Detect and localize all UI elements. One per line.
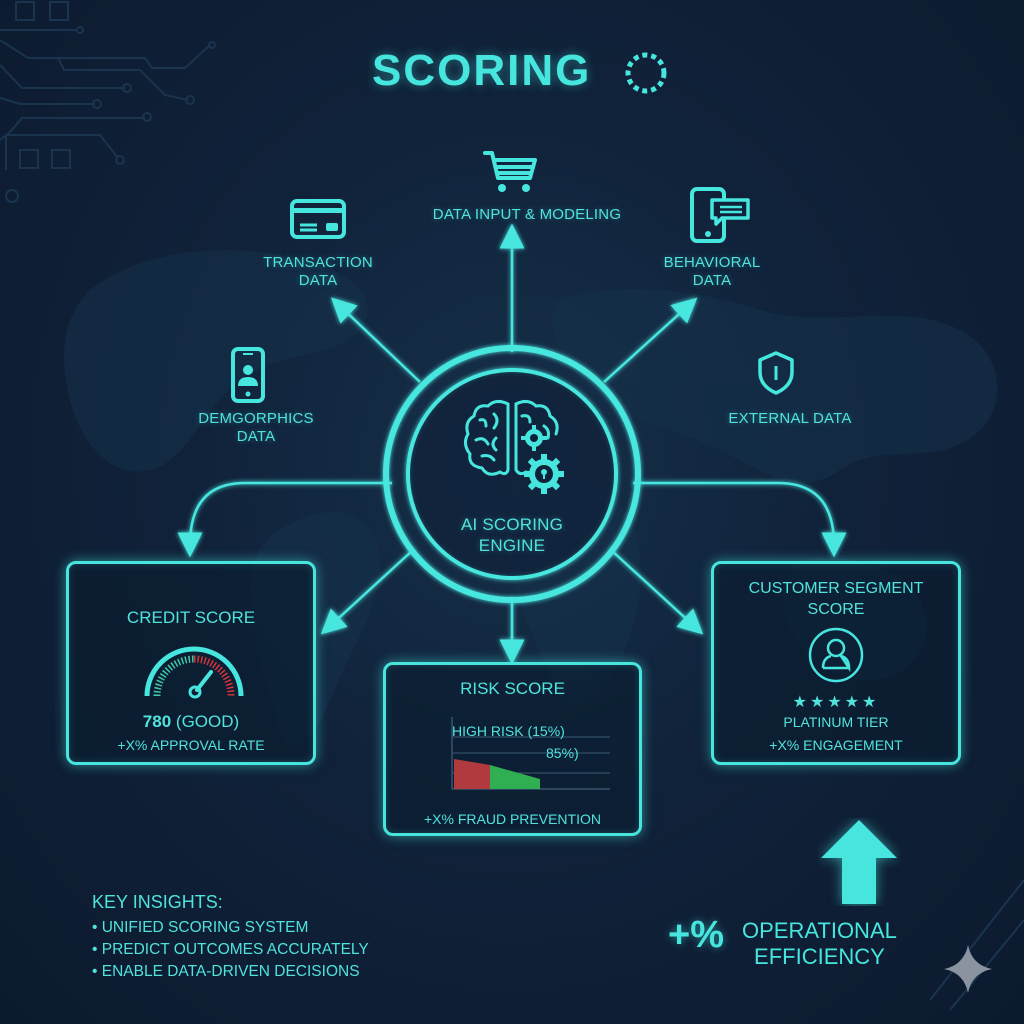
rating-stars: ★★★★★ bbox=[792, 694, 880, 711]
engine-label: AI SCORING ENGINE bbox=[432, 514, 592, 556]
user-circle-icon bbox=[808, 627, 864, 683]
sparkle-icon bbox=[944, 945, 992, 993]
brain-gear-icon bbox=[463, 399, 564, 494]
efficiency-line1: OPERATIONAL bbox=[742, 918, 897, 943]
shield-icon bbox=[758, 351, 794, 395]
input-label-external: EXTERNAL DATA bbox=[728, 410, 852, 427]
risk-area-chart bbox=[451, 717, 610, 790]
credit-score-title: CREDIT SCORE bbox=[126, 608, 256, 627]
arrow-up-icon bbox=[821, 820, 897, 904]
shopping-cart-icon bbox=[483, 151, 537, 192]
page-title: SCORING bbox=[372, 46, 591, 96]
behavioral-line1: BEHAVIORAL bbox=[663, 254, 761, 271]
demographics-line2: DATA bbox=[236, 428, 276, 445]
credit-score-card: CREDIT SCORE 780 (GOOD) +X% APPROVAL RAT… bbox=[66, 561, 316, 765]
demographics-line1: DEMGORPHICS bbox=[198, 410, 314, 427]
loading-ring-icon bbox=[625, 52, 667, 94]
risk-score-card: RISK SCORE HIGH RISK (15%) 85%) +X% FRAU… bbox=[383, 662, 642, 836]
engine-ring bbox=[383, 345, 641, 603]
insight-item: PREDICT OUTCOMES ACCURATELY bbox=[92, 939, 369, 961]
input-label-demographics: DEMGORPHICS DATA bbox=[176, 410, 336, 446]
score-rating: (GOOD) bbox=[175, 712, 240, 731]
engine-line1: AI SCORING bbox=[460, 515, 564, 534]
title-text: SCORING bbox=[372, 46, 592, 95]
credit-score-value: 780 (GOOD) bbox=[69, 712, 313, 732]
insights-heading: KEY INSIGHTS: bbox=[92, 892, 223, 912]
input-label-transaction: TRANSACTION DATA bbox=[238, 254, 398, 290]
tier-label: PLATINUM TIER bbox=[783, 714, 889, 730]
segment-title-line2: SCORE bbox=[807, 601, 865, 618]
insight-item: UNIFIED SCORING SYSTEM bbox=[92, 917, 369, 939]
gauge-icon bbox=[144, 646, 244, 699]
efficiency-line2: EFFICIENCY bbox=[754, 944, 885, 969]
customer-segment-card: CUSTOMER SEGMENT SCORE ★★★★★ PLATINUM TI… bbox=[711, 561, 961, 765]
fraud-prevention-metric: +X% FRAUD PREVENTION bbox=[424, 811, 601, 827]
phone-user-icon bbox=[231, 347, 265, 403]
score-number: 780 bbox=[142, 712, 172, 731]
phone-chat-icon bbox=[690, 187, 750, 243]
insight-item: ENABLE DATA-DRIVEN DECISIONS bbox=[92, 961, 369, 983]
segment-title: CUSTOMER SEGMENT SCORE bbox=[714, 578, 958, 620]
transaction-line2: DATA bbox=[298, 272, 338, 289]
credit-card-icon bbox=[290, 199, 346, 239]
high-risk-label: HIGH RISK (15%) bbox=[452, 723, 565, 739]
input-label-data-modeling: DATA INPUT & MODELING bbox=[432, 206, 622, 223]
segment-title-line1: CUSTOMER SEGMENT bbox=[748, 580, 924, 597]
transaction-line1: TRANSACTION bbox=[263, 254, 373, 271]
low-risk-label: 85%) bbox=[546, 745, 579, 761]
key-insights: KEY INSIGHTS: UNIFIED SCORING SYSTEM PRE… bbox=[92, 892, 369, 983]
engagement-metric: +X% ENGAGEMENT bbox=[769, 737, 903, 753]
engine-line2: ENGINE bbox=[478, 536, 546, 555]
efficiency-label: OPERATIONAL EFFICIENCY bbox=[742, 918, 897, 970]
risk-score-title: RISK SCORE bbox=[460, 679, 565, 698]
efficiency-prefix: +% bbox=[668, 914, 724, 956]
approval-rate-metric: +X% APPROVAL RATE bbox=[117, 737, 265, 753]
behavioral-line2: DATA bbox=[692, 272, 732, 289]
input-label-behavioral: BEHAVIORAL DATA bbox=[632, 254, 792, 290]
